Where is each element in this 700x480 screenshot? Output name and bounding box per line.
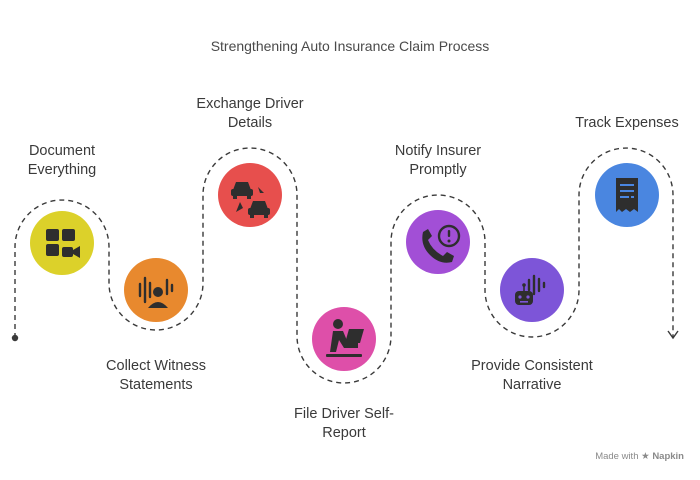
step-2-node: [124, 258, 188, 322]
step-5-label-line2: Promptly: [409, 162, 467, 178]
path-end-arrow: [667, 330, 679, 340]
step-3-node: [218, 163, 282, 227]
person-laptop-icon: [326, 319, 364, 357]
made-with-credit: Made with ★ Napkin: [595, 451, 684, 462]
step-6-label-line1: Provide Consistent: [471, 358, 593, 374]
step-7-node: [595, 163, 659, 227]
step-3-label-line1: Exchange Driver: [196, 96, 304, 112]
step-4-label: File Driver Self- Report: [276, 405, 412, 443]
step-3-label-line2: Details: [227, 115, 273, 131]
car-exchange-icon: [231, 182, 270, 218]
voice-recording-icon: [138, 276, 174, 304]
step-4-node: [312, 307, 376, 371]
step-1-label: Document Everything: [10, 142, 114, 180]
document-grid-icon: [46, 229, 80, 258]
step-2-label: Collect Witness Statements: [86, 357, 226, 395]
credit-brand: Napkin: [652, 451, 684, 462]
step-1-label-line1: Document: [28, 143, 96, 159]
step-6-label: Provide Consistent Narrative: [452, 357, 612, 395]
step-6-label-line2: Narrative: [502, 377, 562, 393]
step-7-label-line1: Track Expenses: [575, 115, 679, 131]
step-2-label-line1: Collect Witness: [106, 358, 206, 374]
step-4-label-line2: Report: [322, 425, 366, 441]
napkin-logo-icon: ★: [641, 451, 650, 462]
step-1-node: [30, 211, 94, 275]
step-2-label-line2: Statements: [119, 377, 193, 393]
path-start-dot: [11, 334, 19, 342]
step-4-label-line1: File Driver Self-: [294, 406, 394, 422]
step-5-label-line1: Notify Insurer: [394, 143, 482, 159]
dashed-path: [14, 147, 674, 384]
step-7-label: Track Expenses: [560, 114, 694, 133]
robot-voice-icon: [515, 274, 546, 305]
credit-prefix: Made with: [595, 451, 639, 462]
diagram-title: Strengthening Auto Insurance Claim Proce…: [210, 38, 490, 54]
step-3-label: Exchange Driver Details: [180, 95, 320, 133]
step-5-label: Notify Insurer Promptly: [368, 142, 508, 180]
receipt-icon: [616, 178, 638, 212]
step-6-node: [500, 258, 564, 322]
step-5-node: [406, 210, 470, 274]
step-1-label-line2: Everything: [27, 162, 97, 178]
phone-alert-icon: [422, 224, 461, 263]
